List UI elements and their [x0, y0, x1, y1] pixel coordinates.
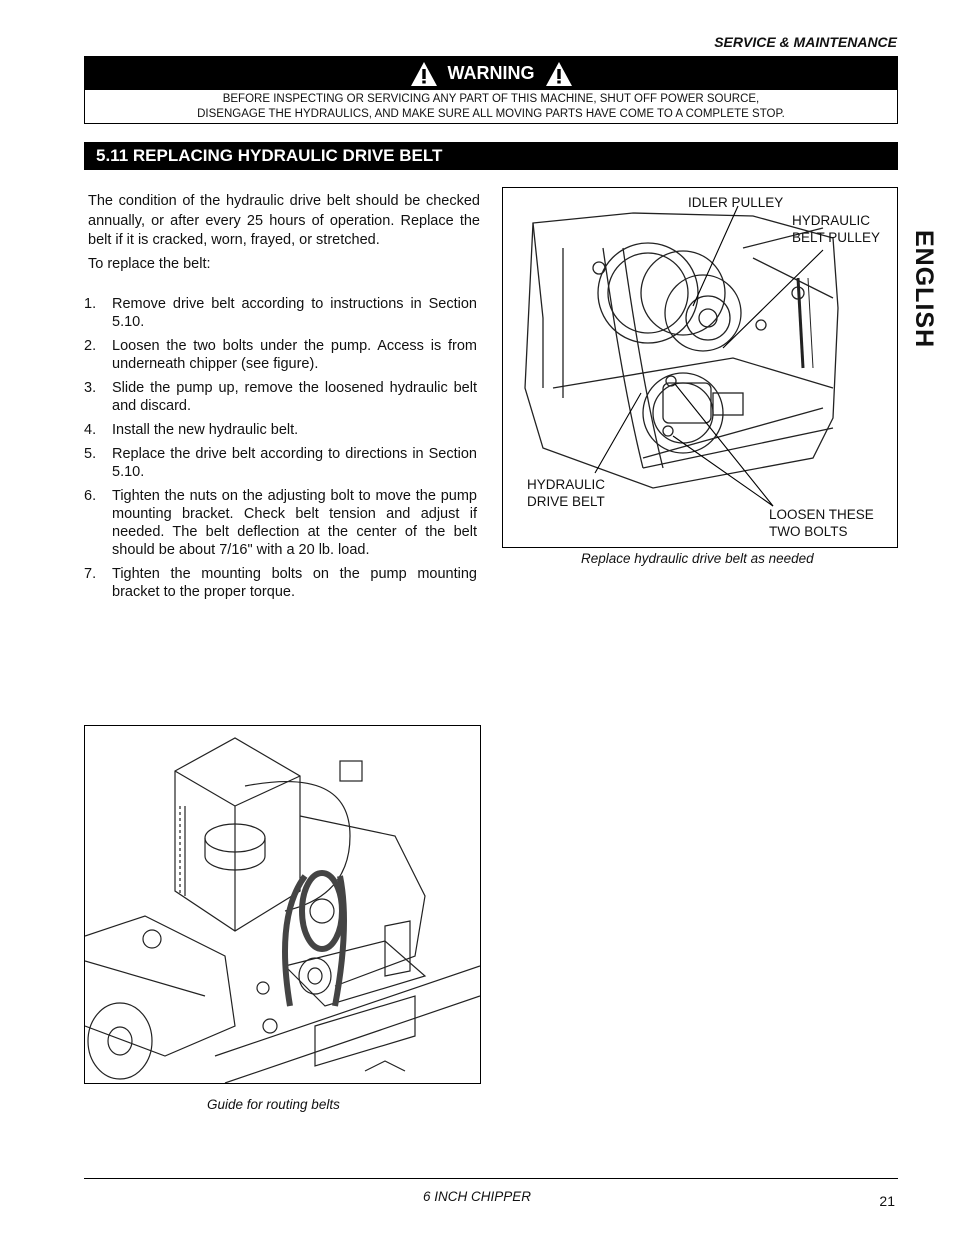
section-heading: 5.11 REPLACING HYDRAULIC DRIVE BELT [84, 142, 898, 170]
step-item: 3. Slide the pump up, remove the loosened… [84, 379, 477, 415]
label-line: TWO BOLTS [769, 524, 848, 539]
step-item: 6. Tighten the nuts on the adjusting bolt… [84, 487, 477, 559]
step-text: Tighten the mounting bolts on the pump m… [112, 566, 477, 600]
step-text: Loosen the two bolts under the pump. Acc… [112, 338, 477, 372]
label-loosen-bolts: LOOSEN THESE TWO BOLTS [769, 506, 874, 540]
step-item: 5. Replace the drive belt according to di… [84, 445, 477, 481]
steps-list: 1. Remove drive belt according to instruc… [84, 295, 477, 607]
step-text: Tighten the nuts on the adjusting bolt t… [112, 488, 477, 558]
step-number: 7. [84, 566, 97, 582]
label-line: BELT PULLEY [792, 230, 881, 245]
figure2-caption: Guide for routing belts [207, 1097, 340, 1112]
label-line: LOOSEN THESE [769, 507, 874, 522]
warning-text: BEFORE INSPECTING OR SERVICING ANY PART … [85, 90, 897, 122]
to-replace-text: To replace the belt: [88, 256, 211, 272]
warning-triangle-icon [410, 61, 437, 86]
step-item: 4. Install the new hydraulic belt. [84, 421, 477, 439]
warning-label: WARNING [447, 63, 535, 83]
step-text: Remove drive belt according to instructi… [112, 296, 477, 330]
label-hydraulic-belt-pulley: HYDRAULIC BELT PULLEY [792, 212, 880, 246]
belt-routing-illustration [85, 737, 480, 1083]
step-number: 1. [84, 296, 97, 312]
step-number: 2. [84, 338, 97, 354]
warning-line: DISENGAGE THE HYDRAULICS, AND MAKE SURE … [197, 108, 785, 120]
label-hydraulic-drive-belt: HYDRAULIC DRIVE BELT [527, 476, 605, 510]
warning-bar: WARNING [85, 57, 897, 90]
page-header-title: SERVICE & MAINTENANCE [714, 34, 897, 50]
hydraulic-pulley-illustration [524, 205, 839, 507]
intro-paragraph: The condition of the hydraulic drive bel… [88, 193, 480, 248]
page-number: 21 [879, 1193, 895, 1209]
label-idler-pulley: IDLER PULLEY [688, 195, 784, 210]
step-text: Slide the pump up, remove the loosened h… [112, 380, 477, 414]
step-number: 4. [84, 422, 97, 438]
step-number: 5. [84, 446, 97, 462]
step-text: Install the new hydraulic belt. [112, 422, 299, 438]
figure-belt-routing [84, 725, 481, 1084]
footer-title: 6 INCH CHIPPER [422, 1189, 532, 1204]
figure1-caption: Replace hydraulic drive belt as needed [581, 551, 814, 566]
step-text: Replace the drive belt according to dire… [112, 446, 477, 480]
label-line: HYDRAULIC [792, 213, 871, 228]
warning-triangle-icon [545, 61, 572, 86]
figure-hydraulic-belt: IDLER PULLEY HYDRAULIC BELT PULLEY HYDRA… [502, 187, 898, 548]
label-line: HYDRAULIC [527, 477, 606, 492]
language-side-tab: ENGLISH [910, 230, 938, 349]
step-item: 7. Tighten the mounting bolts on the pump… [84, 565, 477, 601]
label-line: DRIVE BELT [527, 494, 605, 509]
warning-line: BEFORE INSPECTING OR SERVICING ANY PART … [222, 93, 760, 105]
warning-box: WARNING BEFORE INSPECTING OR SERVICING A… [84, 56, 898, 124]
step-number: 3. [84, 380, 97, 396]
step-item: 1. Remove drive belt according to instruc… [84, 295, 477, 331]
footer-divider [84, 1178, 898, 1179]
step-item: 2. Loosen the two bolts under the pump. A… [84, 337, 477, 373]
step-number: 6. [84, 488, 97, 504]
